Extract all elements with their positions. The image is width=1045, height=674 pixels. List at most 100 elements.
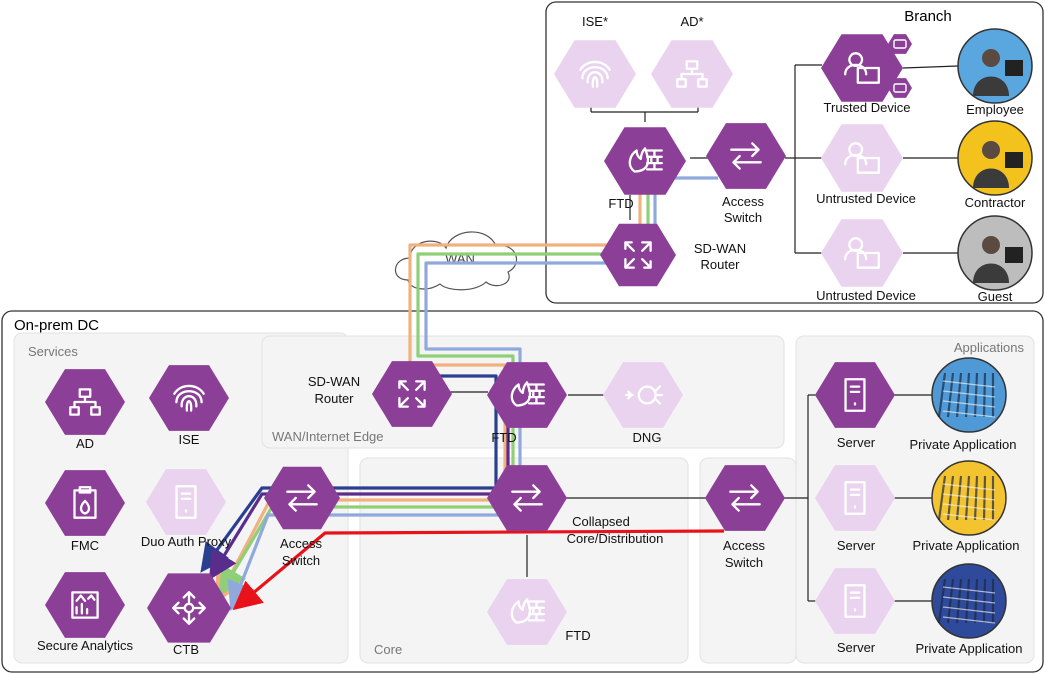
branch-ise-hex bbox=[554, 40, 636, 108]
dng-label: DNG bbox=[633, 430, 662, 445]
firewall-icon bbox=[510, 598, 545, 624]
branch-ise-label: ISE* bbox=[582, 14, 608, 29]
dc-sdwan-router-hex bbox=[372, 361, 452, 427]
branch-access-switch-hex-shape bbox=[706, 123, 786, 189]
switch-icon bbox=[511, 484, 543, 512]
branch-ise-hex-shape bbox=[554, 40, 636, 108]
server-2-hex-shape bbox=[815, 465, 895, 531]
collapsed-core-line1: Collapsed bbox=[572, 514, 630, 529]
clipboard-icon bbox=[73, 486, 97, 519]
untrusted-device-2-label: Untrusted Device bbox=[816, 288, 916, 303]
router-icon bbox=[624, 241, 652, 269]
contractor-photo bbox=[957, 120, 1033, 196]
collapsed-core-hex-shape bbox=[487, 465, 567, 531]
dc-ftd-core-label: FTD bbox=[565, 628, 590, 643]
branch-sdwan-line2: Router bbox=[700, 257, 740, 272]
user-icon bbox=[844, 52, 880, 84]
duo-auth-proxy-hex-shape bbox=[146, 469, 226, 535]
server-icon bbox=[844, 378, 866, 412]
server-3-label: Server bbox=[837, 640, 876, 655]
dc-access-switch-left-hex-shape bbox=[264, 466, 340, 530]
wan-cloud: WAN bbox=[394, 231, 518, 291]
org-icon bbox=[69, 388, 101, 416]
branch-sdwan-router-hex bbox=[600, 223, 676, 287]
guest-label: Guest bbox=[978, 289, 1013, 304]
flow-blue bbox=[227, 176, 718, 611]
server-2-label: Server bbox=[837, 538, 876, 553]
switch-icon bbox=[730, 142, 762, 170]
analytics-icon bbox=[71, 591, 99, 619]
dc-sdwan-line2: Router bbox=[314, 391, 354, 406]
branch-ftd-hex bbox=[604, 127, 686, 195]
branch-access-switch-hex bbox=[706, 123, 786, 189]
router-icon bbox=[398, 380, 426, 408]
contractor-label: Contractor bbox=[965, 195, 1026, 210]
server-icon bbox=[844, 584, 866, 618]
branch-ftd-label: FTD bbox=[608, 196, 633, 211]
branch-region-label: Branch bbox=[904, 8, 952, 25]
dc-sdwan-router-hex-shape bbox=[372, 361, 452, 427]
firewall-icon bbox=[510, 381, 545, 407]
dc-sdwan-line1: SD-WAN bbox=[308, 374, 360, 389]
dc-ise-label: ISE bbox=[179, 432, 200, 447]
dc-ise-hex bbox=[149, 365, 229, 431]
employee-label: Employee bbox=[966, 102, 1024, 117]
fmc-hex-shape bbox=[45, 470, 125, 536]
dc-access-switch-right-hex bbox=[705, 465, 785, 531]
fmc-hex bbox=[45, 470, 125, 536]
core-zone bbox=[359, 457, 689, 664]
branch-sdwan-line1: SD-WAN bbox=[694, 241, 746, 256]
fmc-label: FMC bbox=[71, 538, 99, 553]
private-app-1-image bbox=[931, 357, 1007, 433]
switch-icon bbox=[286, 484, 318, 512]
switch-icon bbox=[729, 484, 761, 512]
dc-access-left-line2: Switch bbox=[282, 553, 320, 568]
branch-ftd-hex-shape bbox=[604, 127, 686, 195]
flow-red bbox=[232, 529, 725, 611]
secure-analytics-hex bbox=[45, 572, 125, 638]
dc-access-left-line1: Access bbox=[280, 536, 322, 551]
ctb-hex bbox=[147, 573, 231, 643]
trusted-badge-top-icon bbox=[888, 34, 912, 54]
dng-icon bbox=[625, 385, 664, 405]
dc-ftd-core-hex bbox=[487, 579, 567, 645]
trusted-badge-top-icon-glyph bbox=[893, 39, 907, 49]
trusted-badge-bottom-icon bbox=[888, 78, 912, 98]
dc-ftd-edge-hex bbox=[487, 362, 567, 428]
duo-auth-proxy-label: Duo Auth Proxy bbox=[141, 534, 232, 549]
applications-zone-label: Applications bbox=[954, 340, 1025, 355]
hub-icon bbox=[172, 591, 206, 625]
server-1-label: Server bbox=[837, 435, 876, 450]
branch-access-switch-line2: Switch bbox=[724, 210, 762, 225]
dc-ftd-edge-label: FTD bbox=[491, 430, 516, 445]
flow-purple bbox=[208, 418, 510, 581]
branch-ad-hex bbox=[651, 40, 733, 108]
server-2-hex bbox=[815, 465, 895, 531]
dc-access-right-line1: Access bbox=[723, 538, 765, 553]
dng-hex-shape bbox=[603, 362, 683, 428]
dc-sdwan-router-label: SD-WAN Router bbox=[308, 374, 360, 406]
branch-sdwan-router-hex-shape bbox=[600, 223, 676, 287]
untrusted-device-1-label: Untrusted Device bbox=[816, 191, 916, 206]
server-1-hex-shape bbox=[815, 362, 895, 428]
untrusted-device-1-hex bbox=[821, 124, 903, 192]
branch-ad-label: AD* bbox=[680, 14, 703, 29]
dc-access-switch-left-hex bbox=[264, 466, 340, 530]
private-app-2-label: Private Application bbox=[913, 538, 1020, 553]
org-icon bbox=[676, 60, 708, 88]
trusted-device-label: Trusted Device bbox=[824, 100, 911, 115]
dc-region-label: On-prem DC bbox=[14, 317, 99, 334]
private-app-3-image bbox=[931, 563, 1007, 639]
services-zone-label: Services bbox=[28, 344, 78, 359]
branch-access-switch-line1: Access bbox=[722, 194, 764, 209]
dc-ad-label: AD bbox=[76, 436, 94, 451]
server-1-hex bbox=[815, 362, 895, 428]
employee-photo bbox=[957, 28, 1033, 104]
duo-auth-proxy-hex bbox=[146, 469, 226, 535]
server-icon bbox=[844, 481, 866, 515]
